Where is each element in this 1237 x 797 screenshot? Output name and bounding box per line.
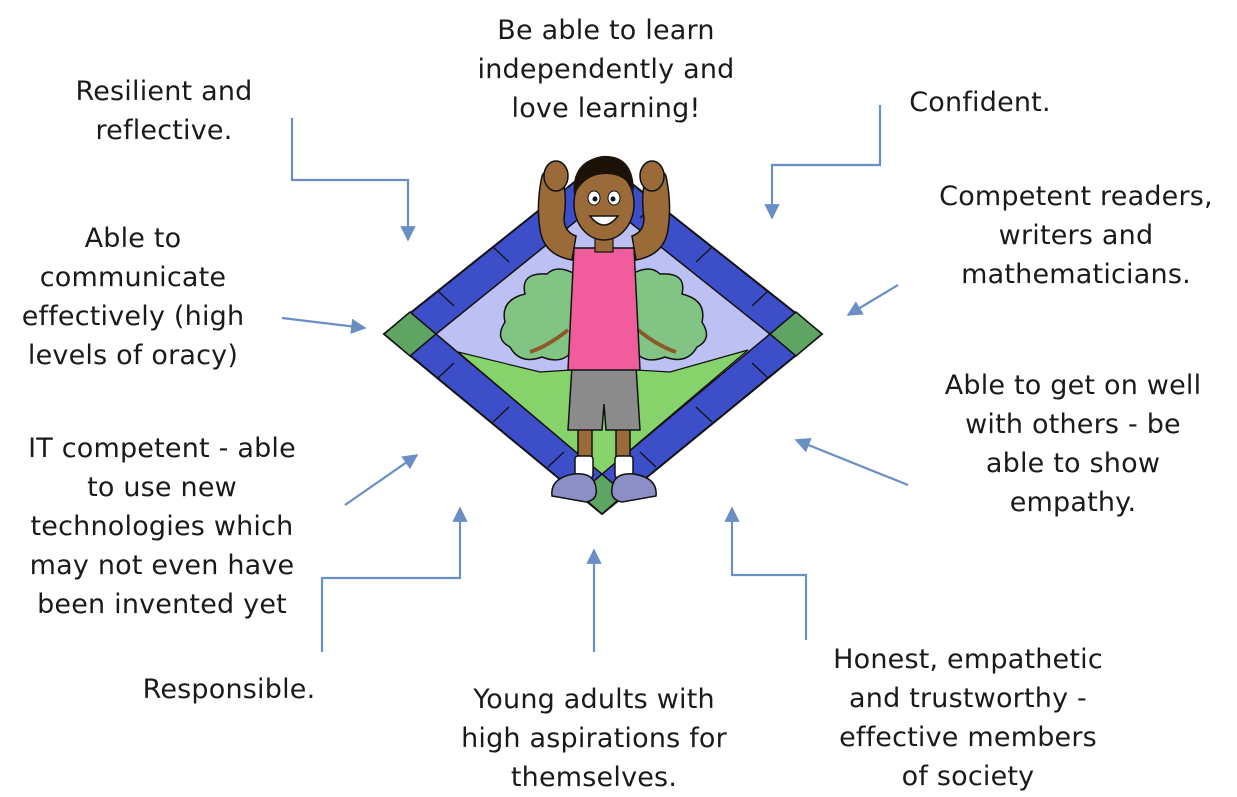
arrow-resilient — [290, 118, 416, 242]
label-confident: Confident. — [909, 87, 1051, 118]
label-resilient: Resilient and reflective. — [75, 76, 253, 146]
arrow-responsible — [320, 506, 468, 652]
label-it: IT competent - able to use new technolog… — [28, 433, 296, 620]
label-learn: Be able to learn independently and love … — [477, 15, 735, 124]
arrow-it — [344, 454, 419, 506]
arrow-get-on — [794, 438, 909, 487]
label-young: Young adults with high aspirations for t… — [461, 684, 727, 793]
label-communicate: Able to communicate effectively (high le… — [21, 223, 245, 371]
arrow-communicate — [281, 316, 367, 334]
label-responsible: Responsible. — [142, 674, 316, 705]
label-competent: Competent readers, writers and mathemati… — [939, 181, 1213, 290]
arrow-confident — [764, 105, 882, 220]
label-honest: Honest, empathetic and trustworthy - eff… — [833, 644, 1103, 792]
arrow-honest — [724, 506, 808, 640]
label-get-on: Able to get on well with others - be abl… — [944, 370, 1202, 518]
arrow-competent — [846, 284, 899, 316]
